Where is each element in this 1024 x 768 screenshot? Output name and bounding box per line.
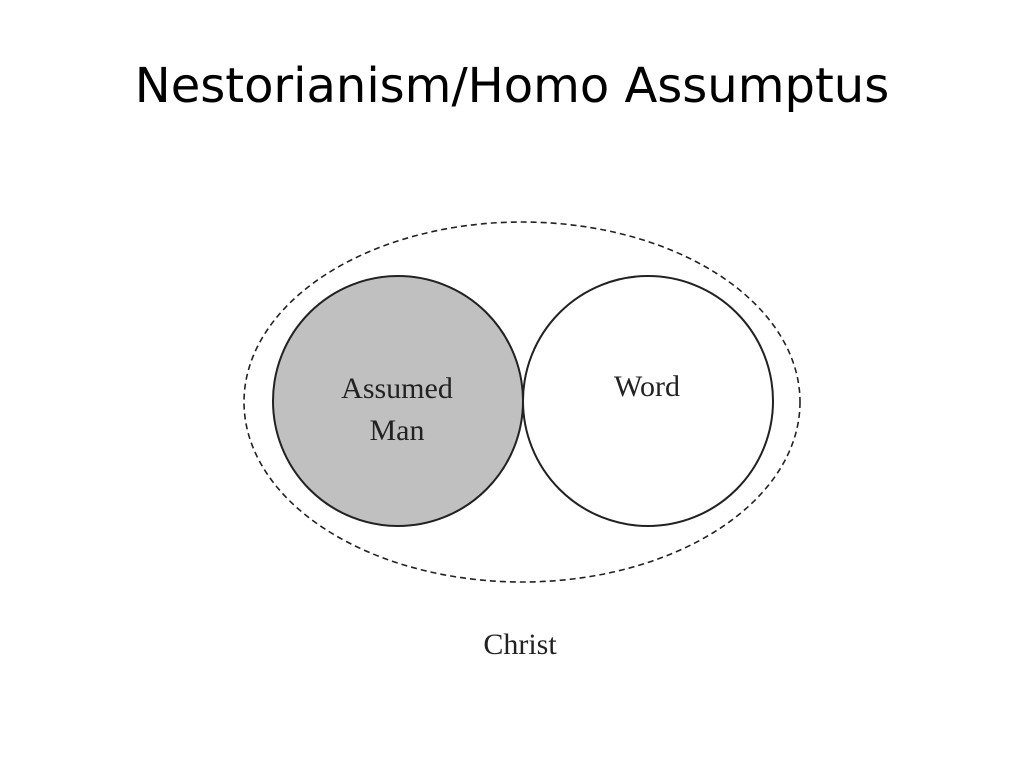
christ-label: Christ: [483, 628, 557, 661]
christ-outer-dashed-ellipse: [243, 221, 801, 583]
word-circle: [522, 275, 774, 527]
slide-title: Nestorianism/Homo Assumptus: [134, 58, 890, 114]
assumed-man-label-line2: Man: [370, 414, 425, 447]
word-label: Word: [614, 370, 680, 403]
assumed-man-label-line1: Assumed: [341, 372, 453, 405]
